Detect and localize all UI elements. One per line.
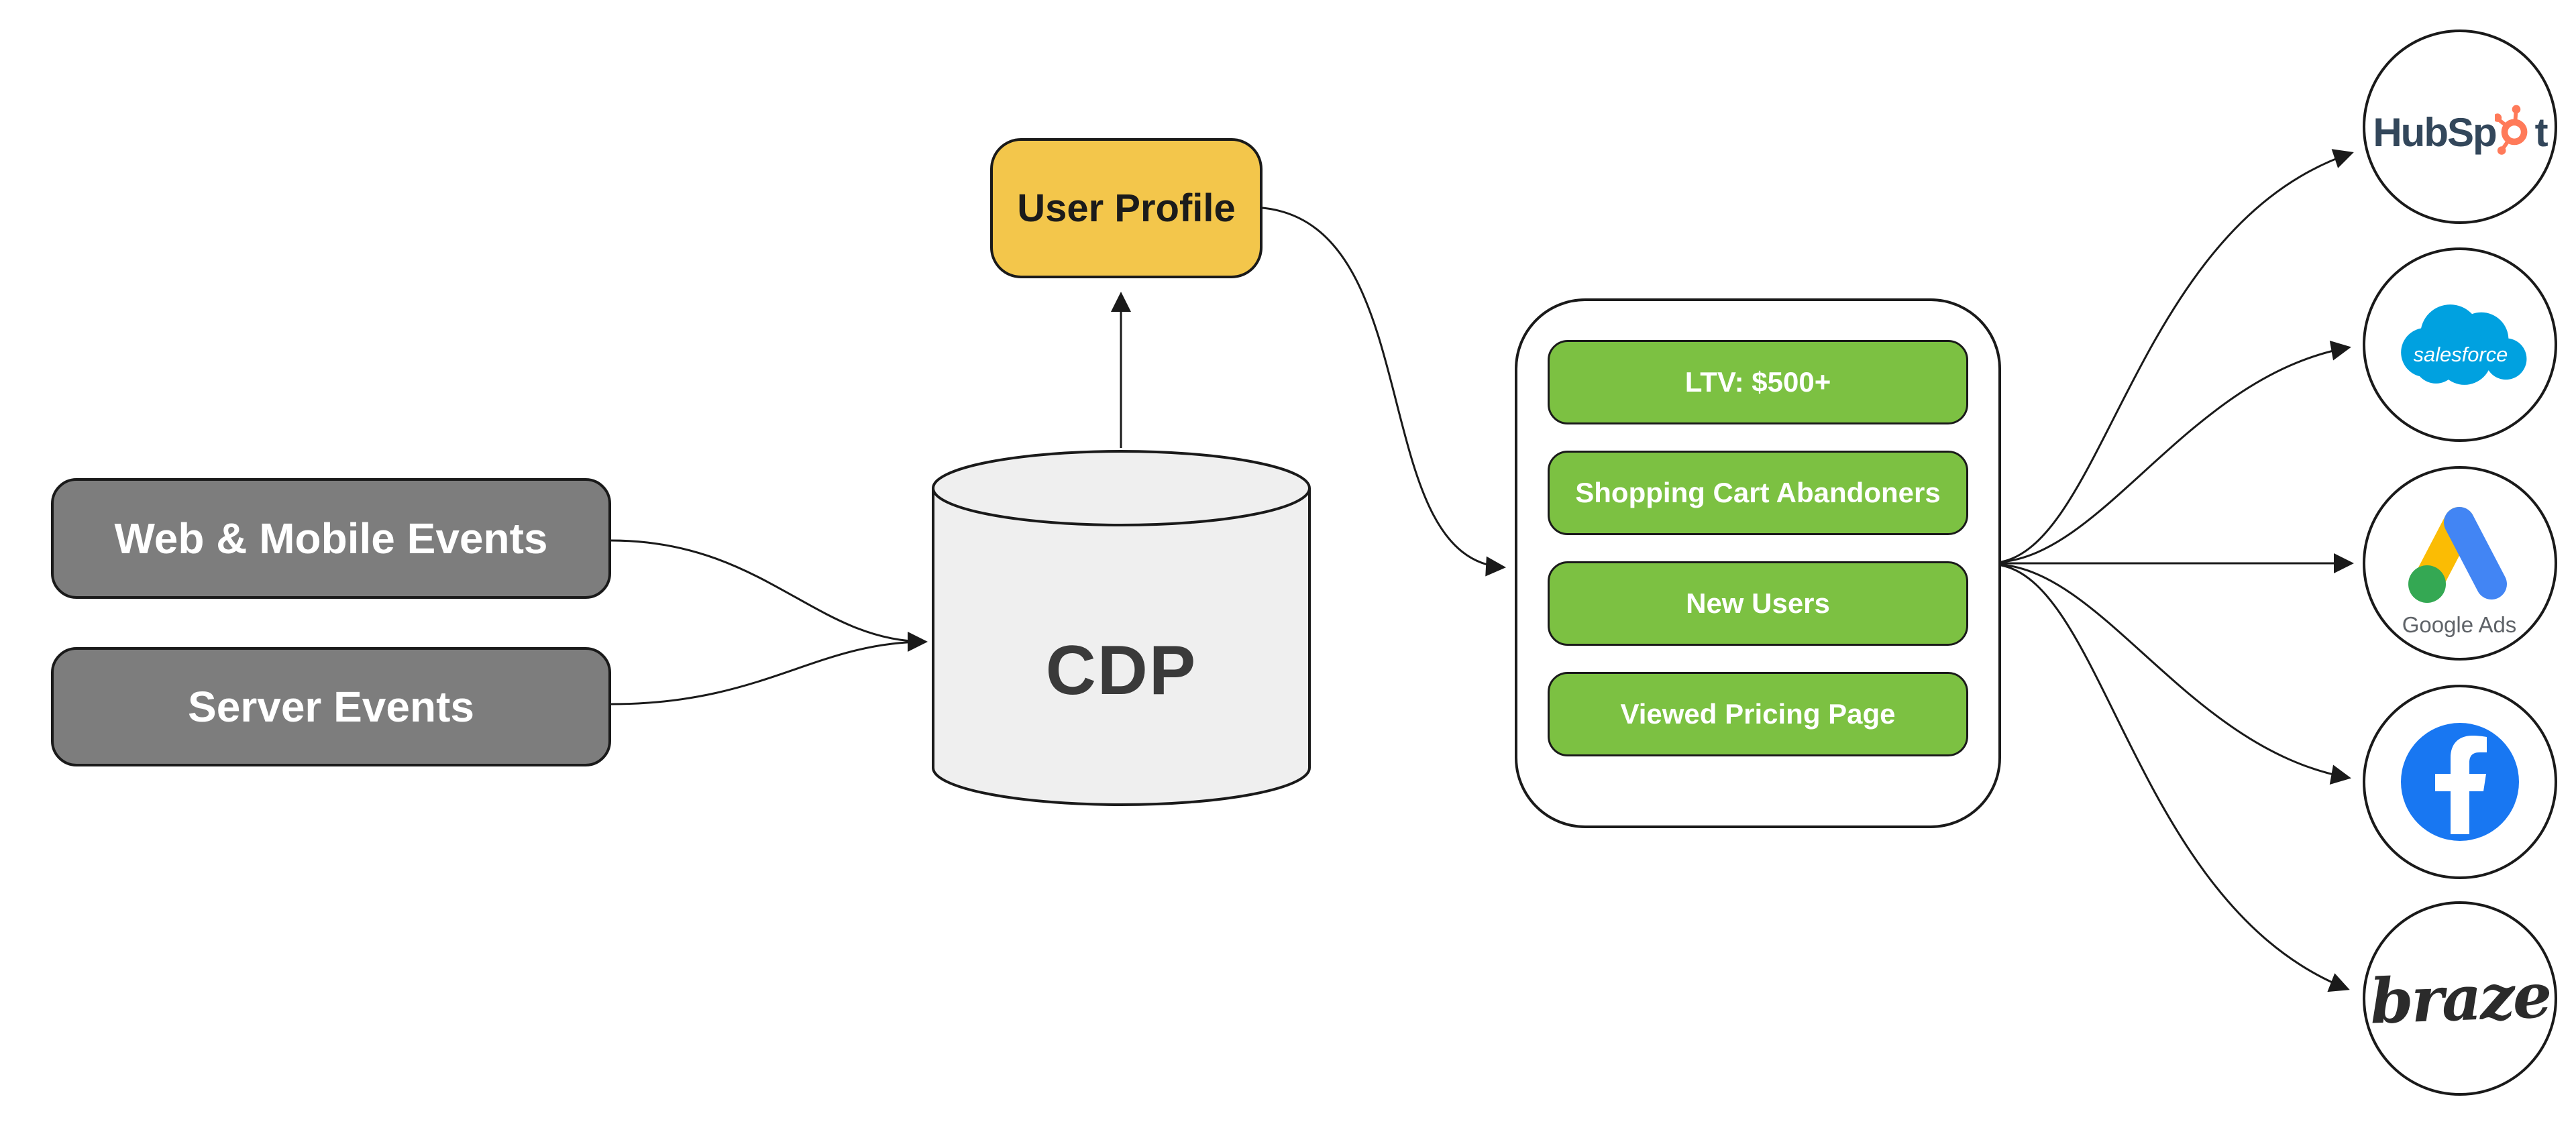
segment-ltv-label: LTV: $500+ — [1684, 366, 1831, 398]
salesforce-cloud-icon: salesforce — [2401, 304, 2527, 385]
dest-facebook — [2363, 685, 2557, 879]
segments-container: LTV: $500+ Shopping Cart Abandoners New … — [1515, 298, 2001, 828]
salesforce-wordmark: salesforce — [2414, 343, 2508, 366]
google-ads-logo-icon: Google Ads — [2402, 507, 2517, 637]
user-profile-label: User Profile — [1017, 186, 1236, 230]
segment-new-users: New Users — [1548, 561, 1968, 646]
edge-segments-to-braze — [2000, 564, 2350, 992]
edge-segments-to-facebook — [2000, 563, 2351, 785]
edge-segments-to-hubspot — [2000, 149, 2354, 563]
edge-server-to-cdp — [610, 640, 926, 705]
segment-new-users-label: New Users — [1686, 587, 1830, 619]
segment-viewed-pricing: Viewed Pricing Page — [1548, 672, 1968, 756]
web-mobile-events-label: Web & Mobile Events — [114, 514, 548, 563]
dest-hubspot: HubSp t — [2363, 30, 2557, 224]
hubspot-sprocket-icon — [2494, 105, 2528, 155]
node-web-mobile-events: Web & Mobile Events — [51, 478, 611, 599]
hubspot-wordmark-prefix: HubSp — [2373, 110, 2497, 155]
segment-cart-abandoners: Shopping Cart Abandoners — [1548, 451, 1968, 535]
cdp-label: CDP — [1045, 632, 1197, 709]
edge-user-profile-to-segments — [1262, 207, 1506, 577]
dest-salesforce: salesforce — [2363, 247, 2557, 442]
edge-segments-to-salesforce — [2000, 340, 2351, 563]
hubspot-wordmark: HubSp t — [2373, 101, 2548, 155]
hubspot-wordmark-suffix: t — [2534, 110, 2548, 155]
edge-web-mobile-to-cdp — [610, 539, 928, 652]
node-user-profile: User Profile — [990, 138, 1263, 278]
segment-viewed-pricing-label: Viewed Pricing Page — [1620, 698, 1896, 730]
dest-google-ads: Google Ads — [2363, 466, 2557, 661]
segment-ltv: LTV: $500+ — [1548, 340, 1968, 424]
braze-wordmark: braze — [2369, 959, 2551, 1038]
google-ads-wordmark: Google Ads — [2402, 612, 2517, 637]
dest-braze: braze — [2363, 901, 2557, 1096]
cdp-cylinder — [932, 450, 1311, 806]
node-server-events: Server Events — [51, 647, 611, 766]
facebook-logo-icon — [2401, 723, 2519, 841]
server-events-label: Server Events — [188, 683, 474, 731]
segment-cart-abandoners-label: Shopping Cart Abandoners — [1575, 477, 1941, 508]
